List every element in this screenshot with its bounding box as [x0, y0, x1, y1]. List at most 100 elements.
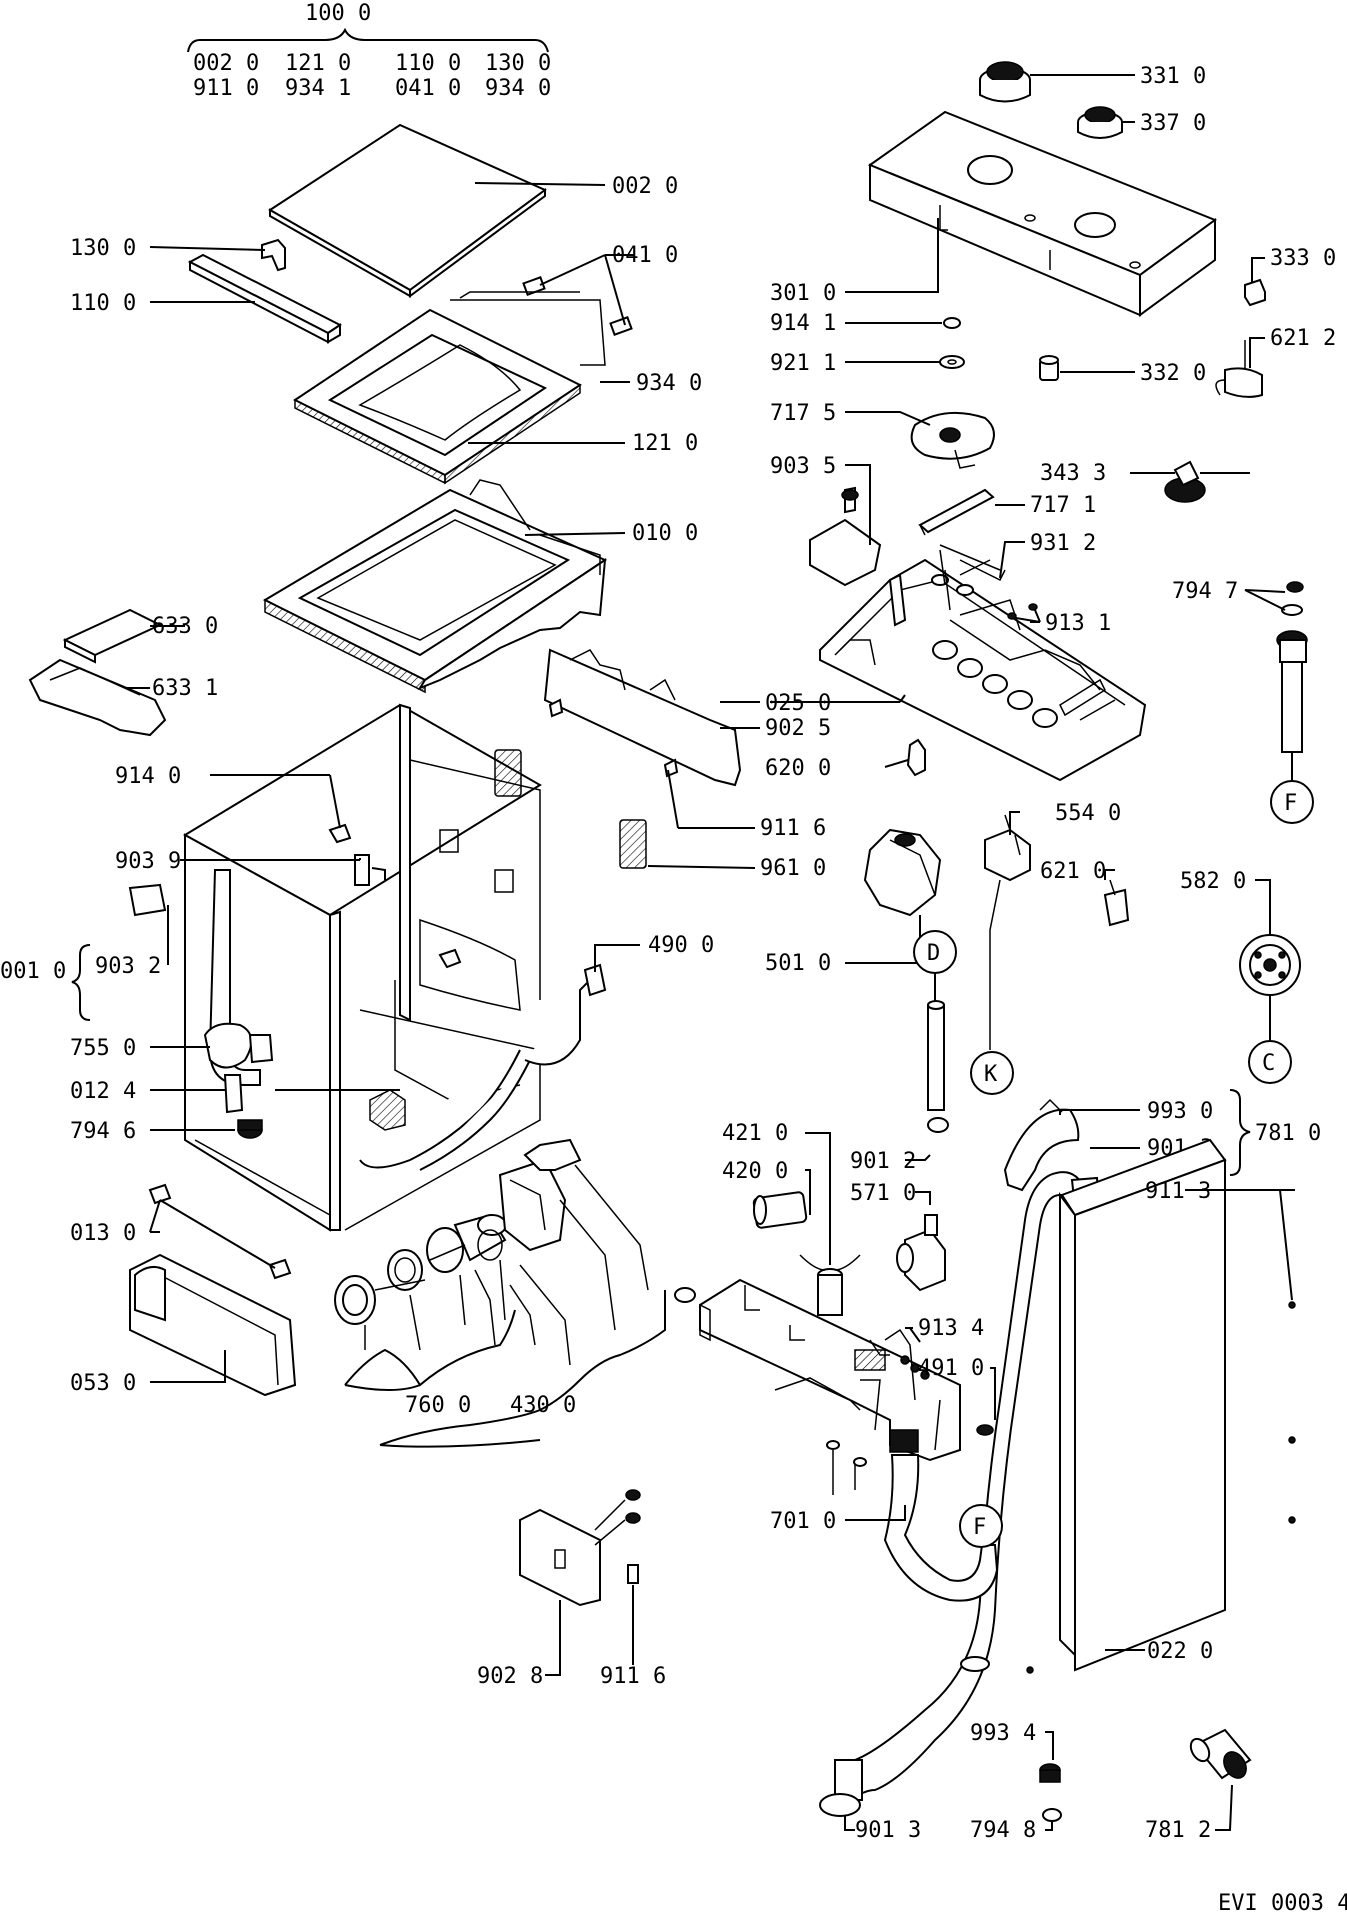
label-343-3: 343 3: [1040, 461, 1106, 486]
label-921-1: 921 1: [770, 351, 836, 376]
hose-993: [1003, 1098, 1080, 1192]
timer-base: [819, 549, 1147, 782]
gear-343-3: [1164, 460, 1206, 503]
lamp-621-2: [1215, 340, 1263, 398]
capacitor-421: [799, 1254, 861, 1316]
group-member: 110 0: [395, 51, 461, 76]
hinge-130: [261, 238, 286, 272]
label-755-0: 755 0: [70, 1036, 136, 1061]
label-001-0: 001 0: [0, 959, 66, 984]
connector-K: K: [984, 1062, 998, 1087]
connector-F-top: F: [1284, 791, 1297, 816]
latch-041: [450, 276, 633, 366]
label-931-2: 931 2: [1030, 531, 1096, 556]
connector-C: C: [1262, 1051, 1275, 1076]
label-331-0: 331 0: [1140, 64, 1206, 89]
switch-620: [906, 738, 926, 777]
tube-D: [927, 1000, 949, 1133]
label-121-0: 121 0: [632, 431, 698, 456]
label-490-0: 490 0: [648, 933, 714, 958]
pressure-switch-501: [863, 828, 942, 917]
group-member: 130 0: [485, 51, 551, 76]
label-911-3: 911 3: [1145, 1179, 1211, 1204]
label-554-0: 554 0: [1055, 801, 1121, 826]
label-333-0: 333 0: [1270, 246, 1336, 271]
pipe-701: [826, 1429, 999, 1602]
washer-921-1: [939, 355, 965, 369]
label-571-0: 571 0: [850, 1181, 916, 1206]
label-913-1: 913 1: [1045, 611, 1111, 636]
label-914-1: 914 1: [770, 311, 836, 336]
label-934-0: 934 0: [636, 371, 702, 396]
bracket-903-5: [809, 486, 882, 587]
label-914-0: 914 0: [115, 764, 181, 789]
connector-D: D: [927, 941, 940, 966]
label-633-0: 633 0: [152, 614, 218, 639]
label-901-2: 901 2: [850, 1149, 916, 1174]
label-901-3b: 901 3: [855, 1818, 921, 1843]
group-member: 934 0: [485, 76, 551, 101]
plug-993-4: [1039, 1763, 1061, 1783]
label-430-0: 430 0: [510, 1393, 576, 1418]
group-member: 002 0: [193, 51, 259, 76]
group-member: 934 1: [285, 76, 351, 101]
side-panel-022: [1059, 1138, 1227, 1672]
label-582-0: 582 0: [1180, 869, 1246, 894]
screws-and-plates: [328, 698, 679, 969]
label-491-0: 491 0: [918, 1356, 984, 1381]
hose-794-7: [1276, 581, 1308, 753]
kickplate-053: [129, 1253, 297, 1397]
label-022-0: 022 0: [1147, 1639, 1213, 1664]
label-332-0: 332 0: [1140, 361, 1206, 386]
label-053-0: 053 0: [70, 1371, 136, 1396]
cabinet-001: [183, 703, 542, 1232]
label-993-0: 993 0: [1147, 1099, 1213, 1124]
cap-332: [1039, 355, 1059, 381]
washer-794-8: [1042, 1808, 1062, 1822]
pump-hose-755: [203, 869, 274, 1114]
valve-571: [896, 1214, 946, 1292]
nut-914-1: [943, 317, 961, 329]
label-760-0: 760 0: [405, 1393, 471, 1418]
cap-901-3: [819, 1793, 861, 1817]
switch-333: [1244, 278, 1266, 307]
label-903-9: 903 9: [115, 849, 181, 874]
label-110-0: 110 0: [70, 291, 136, 316]
label-620-0: 620 0: [765, 756, 831, 781]
footer-code: EVI 0003 4: [1218, 1891, 1347, 1916]
cover-903-2: [128, 883, 167, 917]
lid-frame-121: [293, 308, 582, 485]
label-002-0: 002 0: [612, 174, 678, 199]
adapter-781-2: [1189, 1728, 1252, 1780]
control-panel-301: [867, 110, 1218, 317]
label-902-8: 902 8: [477, 1664, 543, 1689]
label-421-0: 421 0: [722, 1121, 788, 1146]
group-header: 100 0 002 0 121 0 110 0 130 0 911 0 934 …: [187, 1, 551, 101]
worktop-lid: [268, 123, 547, 298]
label-717-1: 717 1: [1030, 493, 1096, 518]
label-993-4: 993 4: [970, 1721, 1036, 1746]
label-717-5: 717 5: [770, 401, 836, 426]
label-130-0: 130 0: [70, 236, 136, 261]
label-794-8: 794 8: [970, 1818, 1036, 1843]
label-911-6a: 911 6: [760, 816, 826, 841]
cam-717-5: [910, 411, 995, 469]
switch-621-0: [1103, 879, 1130, 927]
pump-assembly: [334, 1138, 582, 1325]
label-621-2: 621 2: [1270, 326, 1336, 351]
feet-013: [148, 1183, 292, 1280]
hinge-bar-110: [187, 253, 342, 344]
label-301-0: 301 0: [770, 281, 836, 306]
motor-582: [1239, 934, 1301, 996]
label-025-0: 025 0: [765, 691, 831, 716]
spring-931-2: [939, 544, 1006, 582]
group-member: 041 0: [395, 76, 461, 101]
control-module-633: [28, 608, 167, 737]
label-701-0: 701 0: [770, 1509, 836, 1534]
label-903-2: 903 2: [95, 954, 161, 979]
bracket-902-8: [519, 1489, 641, 1607]
group-member: 911 0: [193, 76, 259, 101]
label-621-0: 621 0: [1040, 859, 1106, 884]
inner-bracket: [543, 648, 742, 787]
label-010-0: 010 0: [632, 521, 698, 546]
